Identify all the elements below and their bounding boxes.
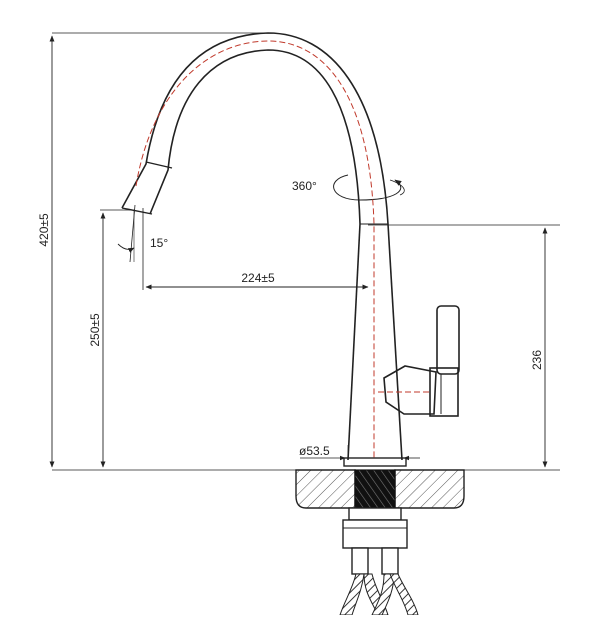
body-height-dimension: 236 bbox=[368, 224, 560, 468]
spray-angle-label: 15° bbox=[150, 236, 168, 250]
reach-label: 224±5 bbox=[241, 271, 275, 285]
rotation-indicator: 360° bbox=[292, 174, 405, 201]
braided-hoses bbox=[339, 573, 419, 616]
counter-section bbox=[295, 469, 465, 509]
body-height-label: 236 bbox=[530, 350, 544, 370]
base-diameter-dimension: ø53.5 bbox=[299, 444, 420, 461]
rotation-label: 360° bbox=[292, 179, 317, 193]
spout-height-dimension: 250±5 bbox=[88, 209, 135, 468]
total-height-label: 420±5 bbox=[37, 213, 51, 247]
total-height-dimension: 420±5 bbox=[37, 32, 560, 471]
supply-connectors bbox=[351, 547, 399, 575]
mounting-thread bbox=[342, 469, 408, 549]
base-diameter-label: ø53.5 bbox=[299, 444, 330, 458]
reach-dimension: 224±5 bbox=[142, 208, 369, 290]
spout-height-label: 250±5 bbox=[88, 313, 102, 347]
faucet-handle bbox=[378, 305, 460, 417]
spray-angle-indicator: 15° bbox=[117, 204, 168, 263]
faucet-body bbox=[121, 32, 407, 467]
